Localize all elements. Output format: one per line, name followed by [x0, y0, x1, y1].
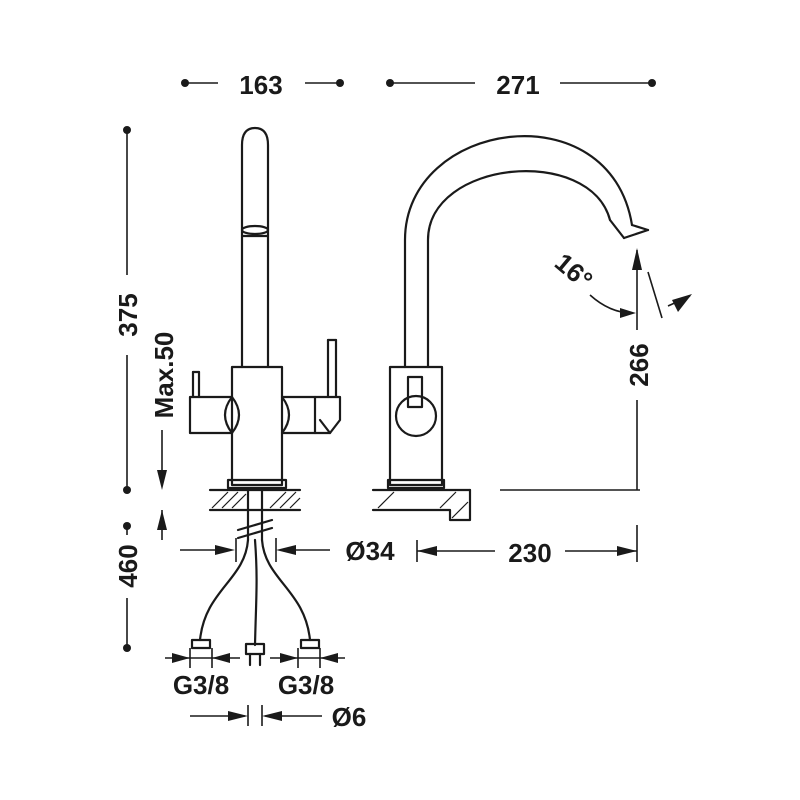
dim-line-g38-right — [270, 648, 345, 668]
dim-line-163 — [181, 79, 344, 87]
supply-hoses — [190, 488, 321, 667]
dim-line-d6 — [190, 705, 322, 726]
dim-label-max50: Max.50 — [149, 332, 179, 419]
dim-label-460: 460 — [113, 544, 143, 587]
dim-label-g38-left: G3/8 — [173, 670, 229, 700]
dim-label-g38-right: G3/8 — [278, 670, 334, 700]
front-deck-hatch — [208, 488, 302, 512]
dim-line-375 — [123, 126, 131, 494]
dim-label-163: 163 — [239, 70, 282, 100]
dim-line-d34 — [180, 538, 330, 562]
front-view-faucet — [188, 126, 342, 490]
side-view-faucet — [371, 135, 650, 522]
dim-line-460 — [123, 522, 131, 652]
dim-label-d34: Ø34 — [345, 536, 395, 566]
dim-label-16deg: 16° — [549, 247, 598, 295]
dim-line-g38-left — [165, 648, 240, 668]
dim-line-271 — [386, 79, 656, 87]
dim-line-266 — [500, 248, 642, 491]
dim-label-d6: Ø6 — [332, 702, 367, 732]
dim-label-230: 230 — [508, 538, 551, 568]
dim-label-266: 266 — [624, 343, 654, 386]
dim-line-max50 — [157, 430, 167, 540]
dim-line-230 — [416, 525, 638, 562]
dim-label-375: 375 — [113, 293, 143, 336]
dim-angle-16 — [589, 271, 692, 319]
dim-label-271: 271 — [496, 70, 539, 100]
